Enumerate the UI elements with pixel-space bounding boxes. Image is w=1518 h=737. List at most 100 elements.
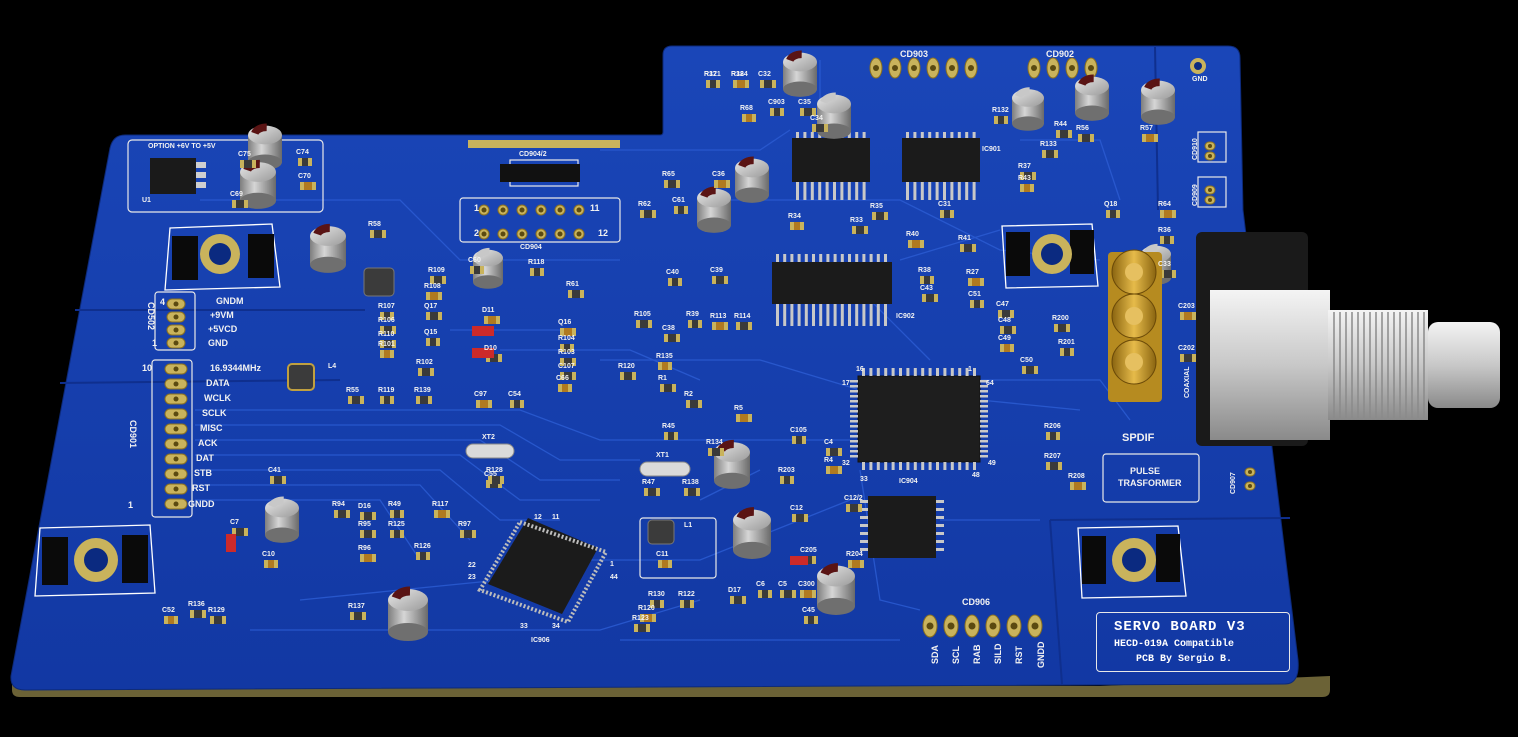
component-designator: R38 [731,71,744,78]
component-designator: R61 [566,281,579,288]
smd-component [872,212,888,220]
component-designator: R38 [918,267,931,274]
component-designator: R43 [1018,175,1031,182]
cd901-num-10: 10 [142,363,153,373]
component-designator: C54 [508,391,521,398]
component-designator: C107 [558,363,575,370]
component-designator: C7 [230,519,239,526]
smd-component [370,230,386,238]
label-ic906: IC906 [531,637,550,644]
component-designator: R37 [1018,163,1031,170]
smd-component [730,596,746,604]
ic-ic906 [477,518,609,625]
component-designator: R57 [1140,125,1153,132]
smd-component [800,108,816,116]
cd502-pin-9vm: +9VM [210,310,234,320]
component-designator: R113 [710,313,727,320]
component-designator: R105 [634,311,651,318]
smd-component [1046,462,1062,470]
component-designator: C97 [474,391,487,398]
smd-component [488,476,504,484]
component-designator: C69 [230,191,243,198]
cd906-pin-scl: SCL [951,646,961,664]
smd-component [1078,134,1094,142]
ic904-pin-49: 49 [988,460,996,467]
component-designator: C6 [756,581,765,588]
cd901-pin-sclk: SCLK [202,408,227,418]
component-designator: D16 [358,503,371,510]
component-designator: C33 [1158,261,1171,268]
label-xt1: XT1 [656,452,669,459]
component-designator: R44 [1054,121,1067,128]
component-designator: R40 [906,231,919,238]
mount-hole-1 [164,223,281,291]
cd901-num-1: 1 [128,500,134,510]
component-designator: C52 [162,607,175,614]
component-designator: R35 [870,203,883,210]
smd-component [712,276,728,284]
inductor-l4 [287,363,315,391]
component-designator: R120 [638,605,655,612]
cd904-num-11: 11 [590,203,600,213]
component-designator: R200 [1052,315,1069,322]
component-designator: R130 [648,591,665,598]
smd-component [684,488,700,496]
component-designator: R96 [358,545,371,552]
component-designator: C4 [824,439,833,446]
spdif-jacks [1108,249,1162,402]
ic-ic904 [850,368,988,470]
label-l1: L1 [684,522,693,529]
smd-component [1180,354,1196,362]
smd-component [706,80,720,88]
component-designator: R68 [740,105,753,112]
component-designator: C40 [666,269,679,276]
cd904-num-1: 1 [474,203,480,213]
smd-component [688,320,702,328]
gnd-pad [1190,58,1206,74]
component-designator: R2 [684,391,693,398]
component-designator: R139 [414,387,431,394]
component-designator: Q17 [424,303,438,310]
mount-hole-4 [1077,525,1187,599]
smd-component [708,448,724,456]
cd502-num-4: 4 [160,297,166,307]
component-designator: C903 [768,99,785,106]
board-subtitle: HECD-019A Compatible [1114,639,1235,650]
component-designator: C34 [810,115,823,122]
spdif-label: SPDIF [1122,432,1155,444]
component-designator: C45 [802,607,815,614]
smd-component [416,552,430,560]
label-cd502: CD502 [146,302,156,331]
component-designator: R120 [618,363,635,370]
cd502-pin-5vcd: +5VCD [208,324,238,334]
bnc-connector [1196,232,1500,446]
component-designator: C203 [1178,303,1195,310]
label-cd904-2: CD904/2 [519,151,547,158]
component-designator: C47 [996,301,1009,308]
component-designator: R107 [378,303,395,310]
ic-soic [860,496,944,558]
ic906-pin-34: 34 [552,623,560,630]
ic906-pin-44: 44 [610,574,618,581]
component-designator: C205 [800,547,817,554]
smd-component [650,600,664,608]
component-designator: C12 [790,505,803,512]
component-designator: R4 [824,457,833,464]
ic906-pin-22: 22 [468,562,476,569]
component-designator: C35 [798,99,811,106]
cd906-pin-sild: SILD [993,643,1003,664]
component-designator: C300 [798,581,815,588]
smd-component [780,476,794,484]
smd-component [1042,150,1058,158]
diodes [226,326,808,565]
label-cd906: CD906 [962,597,991,607]
component-designator: R208 [1068,473,1085,480]
component-designator: R128 [486,467,503,474]
header-pins [164,57,1256,638]
smd-component [390,510,404,518]
label-ic904: IC904 [899,478,918,485]
cd901-pin-rst: RST [192,483,210,493]
component-designator: R1 [658,375,667,382]
component-designator: R137 [348,603,365,610]
smd-component [460,530,476,538]
